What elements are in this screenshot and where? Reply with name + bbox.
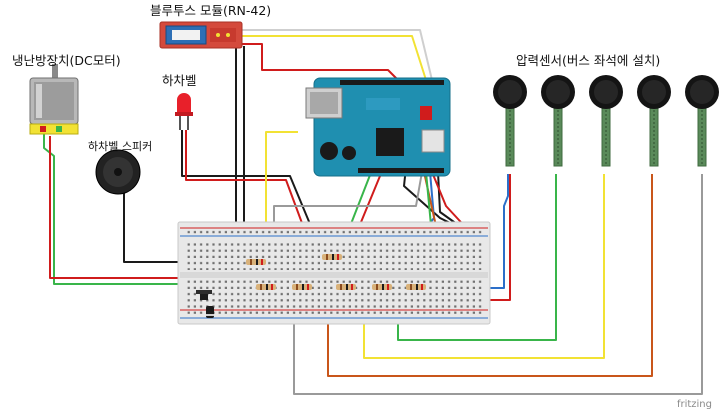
resistor [256,284,276,290]
wire-bt-white [222,29,433,81]
wire-ps5-gray [293,174,703,395]
fritzing-brand: fritzing [676,399,712,410]
wire-bt-yellow [230,35,427,81]
bell-led [175,93,193,130]
wire-motor-green [43,134,184,285]
wire-bell-black [181,130,321,249]
label-bluetooth: 블루투스 모듈(RN-42) [150,3,272,18]
label-bell: 하차벨 [162,73,197,88]
wire-ard-yellow [265,131,298,262]
label-speaker: 하차벨 스피커 [88,140,153,153]
wire-motor-red [49,136,184,279]
wire-bell-red [185,130,313,251]
resistor [406,284,426,290]
pressure-sensor [541,75,575,167]
arduino-ethernet-shield [305,77,451,177]
wire-ps1-red [482,174,511,301]
resistor [292,284,312,290]
breadboard [177,221,491,325]
wire-ps4-orange [327,174,653,377]
resistor [336,284,356,290]
resistor [372,284,392,290]
diode [206,306,214,318]
pressure-sensors [493,75,719,167]
transistor [196,290,212,300]
wire-speaker-black [123,190,186,263]
pressure-sensor [685,75,719,167]
resistors [196,254,426,318]
label-fan: 냉난방장치(DC모터) [12,53,121,68]
speaker [95,149,141,195]
pressure-sensor [589,75,623,167]
resistor [322,254,342,260]
label-pressure: 압력센서(버스 좌석에 설치) [516,53,661,68]
resistor [246,259,266,265]
wire-ps3-yellow [363,174,605,359]
dc-motor [29,64,79,135]
bluetooth-module [159,21,243,49]
wire-bt-red [222,43,401,83]
pressure-sensor [493,75,527,167]
pressure-sensor [637,75,671,167]
